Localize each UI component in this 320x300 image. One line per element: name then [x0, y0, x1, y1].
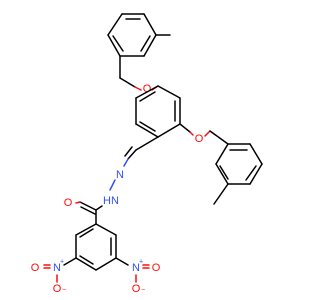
- nitro-right-o-charge: −: [141, 287, 145, 294]
- hydrazide-nitrogen: N: [111, 195, 119, 207]
- structure-svg: O O N N H O: [31, 13, 263, 295]
- dinitrophenyl-ring: [75, 223, 117, 271]
- ether-oxygen-side: O: [195, 133, 204, 145]
- nitro-left-oxygen-1: O: [31, 262, 40, 274]
- nitro-left-o-charge: −: [62, 287, 66, 294]
- top-tolyl-ring: [107, 13, 171, 79]
- nitro-left-nitrogen: N: [53, 262, 61, 274]
- side-tolyl-ring: [213, 143, 263, 205]
- nitro-right-oxygen-1: O: [152, 262, 161, 274]
- carbonyl-oxygen: O: [64, 197, 73, 209]
- molecule-diagram: O O N N H O: [31, 13, 263, 295]
- nitro-left-n-charge: +: [60, 259, 64, 266]
- nitro-left-oxygen-2: O: [53, 283, 62, 295]
- ether-oxygen-top: O: [143, 83, 152, 95]
- nitro-right-nitrogen: N: [132, 262, 140, 274]
- central-ring: [135, 85, 181, 138]
- nitro-right-n-charge: +: [139, 259, 143, 266]
- nitro-right-oxygen-2: O: [132, 283, 141, 295]
- side-methyl-bond: [213, 183, 229, 205]
- hydrazide-hydrogen: H: [103, 195, 111, 207]
- imine-nitrogen: N: [116, 169, 124, 181]
